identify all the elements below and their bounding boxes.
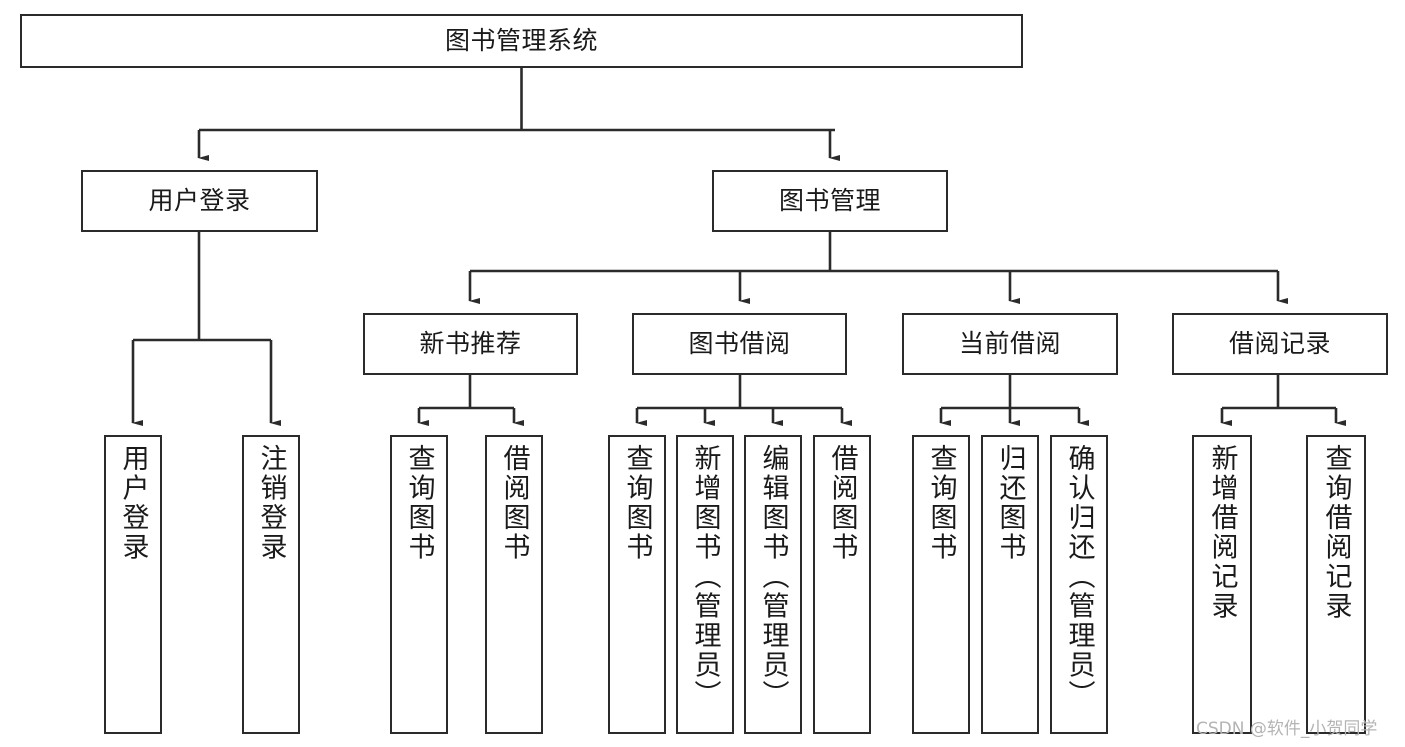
node-label: 查询借阅记录 [1320,444,1352,621]
leaf-query-book-recommend[interactable]: 查询图书 [390,435,448,734]
node-label: 确认归还（管理员） [1063,444,1095,710]
node-book-management[interactable]: 图书管理 [712,170,948,232]
leaf-logout[interactable]: 注销登录 [242,435,300,734]
node-label: 注销登录 [255,444,287,562]
node-label: 图书借阅 [688,329,791,359]
node-label: 查询图书 [925,444,957,562]
leaf-user-login[interactable]: 用户登录 [104,435,162,734]
leaf-query-book-borrow[interactable]: 查询图书 [608,435,666,734]
leaf-borrow-book-recommend[interactable]: 借阅图书 [485,435,543,734]
node-new-book-recommend[interactable]: 新书推荐 [363,313,578,375]
node-label: 当前借阅 [958,329,1061,359]
node-label: 查询图书 [403,444,435,562]
node-label: 用户登录 [148,186,251,216]
leaf-query-borrow-record[interactable]: 查询借阅记录 [1306,435,1366,734]
leaf-add-borrow-record[interactable]: 新增借阅记录 [1192,435,1252,734]
node-book-borrow[interactable]: 图书借阅 [632,313,847,375]
node-label: 编辑图书（管理员） [757,444,789,710]
node-label: 归还图书 [994,444,1026,562]
node-label: 新增图书（管理员） [689,444,721,710]
node-label: 图书管理 [778,186,881,216]
leaf-return-book[interactable]: 归还图书 [981,435,1039,734]
node-label: 新书推荐 [419,329,522,359]
node-label: 借阅图书 [498,444,530,562]
node-label: 新增借阅记录 [1206,444,1238,621]
leaf-edit-book-admin[interactable]: 编辑图书（管理员） [744,435,802,734]
node-label: 用户登录 [117,444,149,562]
leaf-query-book-current[interactable]: 查询图书 [912,435,970,734]
leaf-confirm-return-admin[interactable]: 确认归还（管理员） [1050,435,1108,734]
node-label: 查询图书 [621,444,653,562]
node-borrow-record[interactable]: 借阅记录 [1172,313,1388,375]
watermark-text: CSDN @软件_小贺同学 [1196,719,1378,739]
node-user-login[interactable]: 用户登录 [81,170,318,232]
node-current-borrow[interactable]: 当前借阅 [902,313,1118,375]
leaf-borrow-book[interactable]: 借阅图书 [813,435,871,734]
node-root-system[interactable]: 图书管理系统 [20,14,1023,68]
leaf-add-book-admin[interactable]: 新增图书（管理员） [676,435,734,734]
node-label: 借阅记录 [1228,329,1331,359]
node-label: 图书管理系统 [444,26,598,56]
node-label: 借阅图书 [826,444,858,562]
